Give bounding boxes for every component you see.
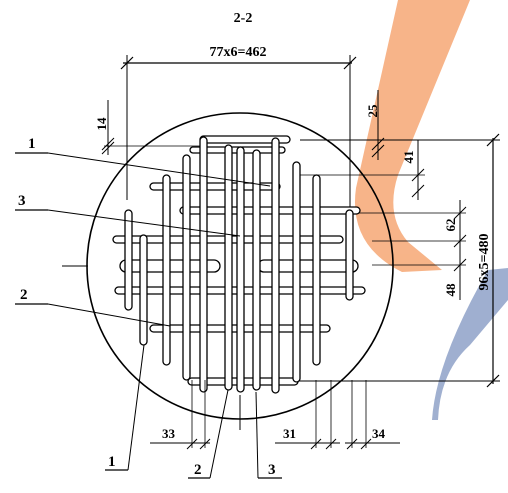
section-title: 2-2 <box>234 11 253 26</box>
v-bar <box>199 136 208 393</box>
dim-33-label: 33 <box>162 426 176 441</box>
v-bar <box>271 137 280 394</box>
dim-14-label: 14 <box>94 117 109 131</box>
top-width-label: 77x6=462 <box>210 45 267 60</box>
watermark-orange-swoosh <box>354 0 470 272</box>
center-lines <box>62 265 241 430</box>
right-height-label: 96x5=480 <box>477 234 492 291</box>
dim-41-label: 41 <box>401 151 416 164</box>
dim-34-label: 34 <box>372 426 386 441</box>
callout-bottom-2: 2 <box>194 462 202 478</box>
v-bar <box>139 234 148 346</box>
v-bar <box>124 209 133 311</box>
v-bar <box>292 161 301 383</box>
right-small-dimensions: 25 41 62 48 <box>300 90 467 300</box>
vertical-bars <box>124 136 354 394</box>
dim-14: 14 <box>94 100 200 155</box>
v-bar <box>162 174 171 366</box>
callout-left-3: 3 <box>18 193 26 209</box>
bottom-dimensions: 33 31 34 <box>150 380 400 450</box>
v-bar <box>236 146 245 393</box>
v-bar <box>224 144 233 391</box>
callout-left-1: 1 <box>28 136 36 152</box>
v-bar <box>345 209 354 301</box>
v-bar <box>312 174 321 366</box>
callout-bottom-3: 3 <box>268 462 276 478</box>
dim-25-label: 25 <box>365 104 380 118</box>
left-callouts: 1 3 2 <box>15 136 271 327</box>
watermark-blue-swoosh <box>432 268 508 420</box>
watermark-logo <box>354 0 508 420</box>
callout-left-2: 2 <box>20 287 28 303</box>
dim-62-label: 62 <box>443 219 458 232</box>
callout-bottom-1: 1 <box>108 454 116 470</box>
right-dimension: 96x5=480 <box>296 133 500 388</box>
bottom-callouts: 1 2 3 <box>105 344 282 479</box>
dim-48-label: 48 <box>443 283 458 297</box>
dim-31-label: 31 <box>283 426 296 441</box>
v-bar <box>252 149 261 391</box>
v-bar <box>182 154 191 381</box>
